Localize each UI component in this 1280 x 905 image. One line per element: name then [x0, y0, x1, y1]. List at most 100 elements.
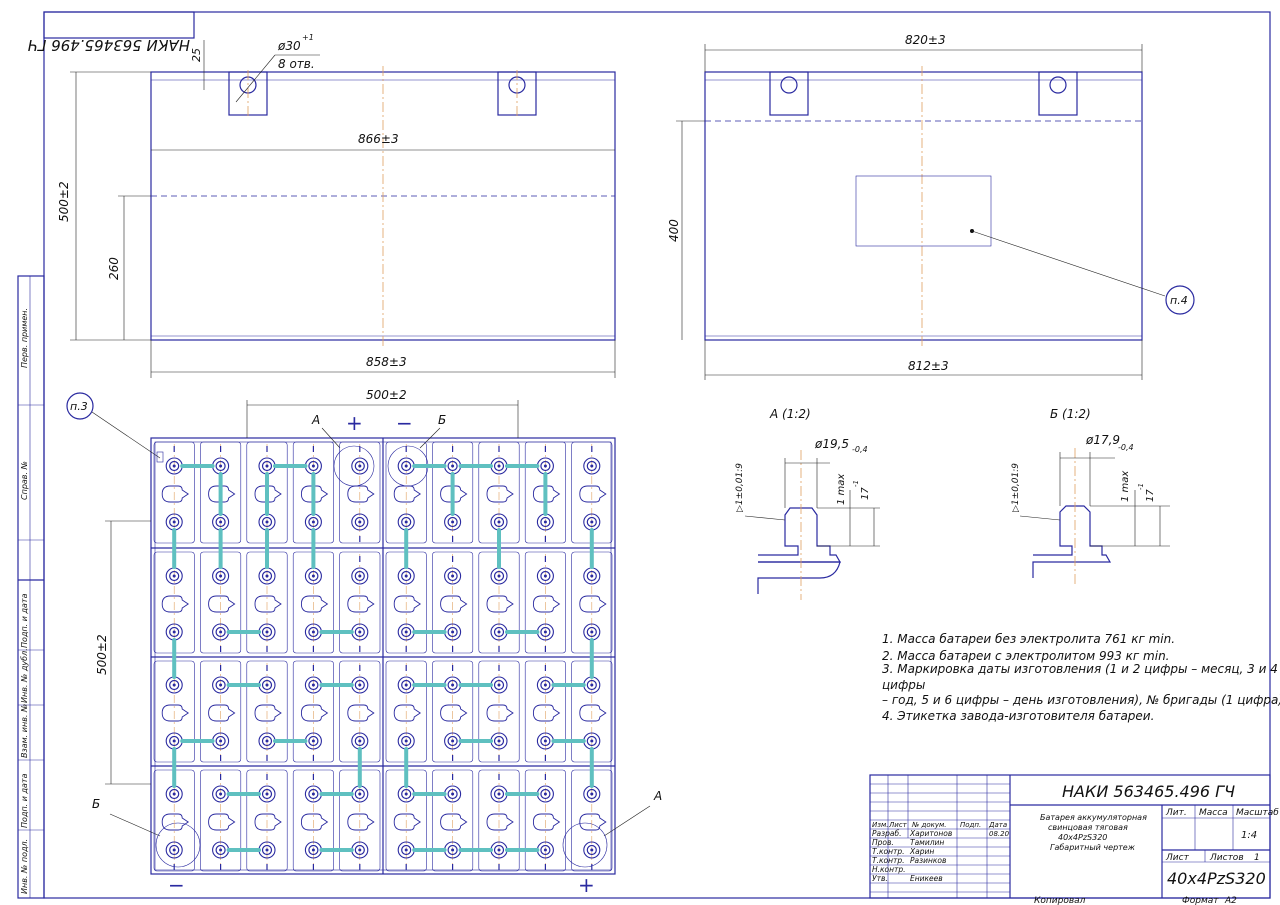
side-view: 820±3 400 812±3 п.4 [667, 33, 1195, 380]
detail-A-17-tol: -1 [852, 480, 860, 487]
cell-outline [200, 660, 242, 763]
terminal-post-inner [215, 516, 226, 528]
terminal-post-inner [261, 735, 273, 747]
vent-plug [254, 704, 282, 722]
terminal-post-inner [493, 570, 505, 582]
title-block-role: Пров. [872, 838, 894, 847]
terminal-center [265, 630, 269, 634]
detail-B-dia: ø17,9 [1085, 433, 1120, 447]
terminal-post-inner [493, 844, 505, 856]
scale-header: Масштаб [1236, 808, 1279, 818]
vent-plug [347, 704, 375, 722]
sheet-frame [43, 11, 1271, 899]
terminal-center [219, 792, 223, 796]
front-view: 500±2 260 866±3 858±3 25 ø30 +1 8 отв. [57, 33, 616, 378]
terminal-center [265, 520, 269, 524]
terminal-post-inner [215, 460, 226, 472]
title-block-person: Тамилин [910, 838, 944, 847]
dim-260: 260 [107, 257, 121, 280]
cell-outline [200, 769, 242, 872]
terminal-post-inner [540, 735, 551, 747]
terminal-post-inner [401, 570, 412, 582]
detail-A-17: 17 [860, 487, 871, 500]
dim-500-side: 500±2 [95, 634, 109, 675]
vent-plug [486, 595, 514, 613]
cell-outline [478, 660, 520, 763]
rotated-code-stamp: НАКИ 563465.496 ГЧ [28, 11, 195, 54]
title-block-person: Харин [909, 847, 934, 856]
terminal-post-inner [540, 788, 551, 800]
dim-hole: ø30 [277, 39, 301, 53]
dim-400: 400 [667, 219, 681, 242]
vent-plug [208, 485, 236, 503]
detail-A-dia: ø19,5 [814, 437, 849, 451]
terminal-center [265, 739, 269, 743]
scale-value: 1:4 [1241, 830, 1257, 841]
dim-25: 25 [190, 48, 203, 62]
copied-label: Копировал [1034, 896, 1086, 905]
vent-plug [161, 485, 190, 503]
left-stamp-strip: Перв. примен. Справ. № Подп. и дата Инв.… [17, 275, 45, 899]
strip-label: Взам. инв. № [20, 704, 29, 758]
terminal-post-inner [586, 679, 597, 691]
note-4: 4. Этикетка завода-изготовителя батареи. [882, 709, 1154, 723]
terminal-post [351, 513, 369, 531]
terminal-center [311, 630, 315, 634]
cell-outline [246, 769, 288, 872]
vent-plug [440, 485, 468, 503]
terminal-center [543, 520, 547, 524]
terminal-center [358, 739, 362, 743]
title-block-col-header: Дата [988, 821, 1007, 829]
terminal-post-inner [447, 844, 458, 856]
detail-B: Б (1:2) ø17,9 -0,4 1 max 17 -1 ▷1±0,01:9 [1011, 407, 1170, 585]
terminal-center [404, 848, 408, 852]
terminal-center [451, 848, 455, 852]
terminal-post-inner [354, 516, 365, 528]
terminal-center [172, 792, 176, 796]
terminal-post-inner [586, 626, 597, 638]
terminal-center [451, 739, 455, 743]
title-block-person: Еникеев [910, 874, 943, 883]
strip-label: Перв. примен. [20, 308, 29, 368]
strip-label: Справ. № [20, 461, 29, 500]
vent-plug [208, 813, 236, 831]
vent-plug [161, 595, 190, 613]
terminal-post-inner [215, 570, 226, 582]
note-3-cont2: – год, 5 и 6 цифры – день изготовления),… [882, 693, 1280, 707]
title-block-person: Разинков [910, 856, 946, 865]
terminal-post-inner [540, 460, 551, 472]
terminal-post-inner [308, 516, 319, 528]
terminal-post-inner [308, 570, 319, 582]
title-block-role: Т.контр. [872, 856, 905, 865]
terminal-center [311, 792, 315, 796]
terminal-center [590, 739, 594, 743]
terminal-post-inner [354, 570, 365, 582]
terminal-post-inner [401, 788, 412, 800]
terminal-center [358, 848, 362, 852]
format-label: Формат [1182, 896, 1219, 905]
terminal-center [172, 520, 176, 524]
terminal-center [358, 574, 362, 578]
terminal-post-inner [169, 788, 180, 800]
vent-plug [579, 704, 607, 722]
terminal-center [265, 683, 269, 687]
terminal-post-inner [354, 626, 365, 638]
cell-outline [524, 441, 566, 544]
terminal-center [497, 848, 501, 852]
cell-outline [524, 769, 566, 872]
label-B-lower: Б [92, 797, 100, 811]
terminal-post-inner [308, 626, 319, 638]
terminal-post-inner [261, 788, 273, 800]
terminal-post-inner [586, 844, 597, 856]
svg-text:НАКИ 563465.496 ГЧ: НАКИ 563465.496 ГЧ [28, 36, 190, 54]
terminal-center [543, 683, 547, 687]
vent-plug [347, 595, 375, 613]
title-block-role: Н.контр. [872, 865, 906, 874]
terminal-post-inner [447, 516, 458, 528]
terminal-center [543, 792, 547, 796]
vent-plug [161, 813, 190, 831]
note-1: 1. Масса батареи без электролита 761 кг … [882, 632, 1175, 646]
terminal-post-inner [261, 844, 273, 856]
note-2: 2. Масса батареи с электролитом 993 кг m… [882, 649, 1170, 663]
terminal-post-inner [493, 679, 505, 691]
